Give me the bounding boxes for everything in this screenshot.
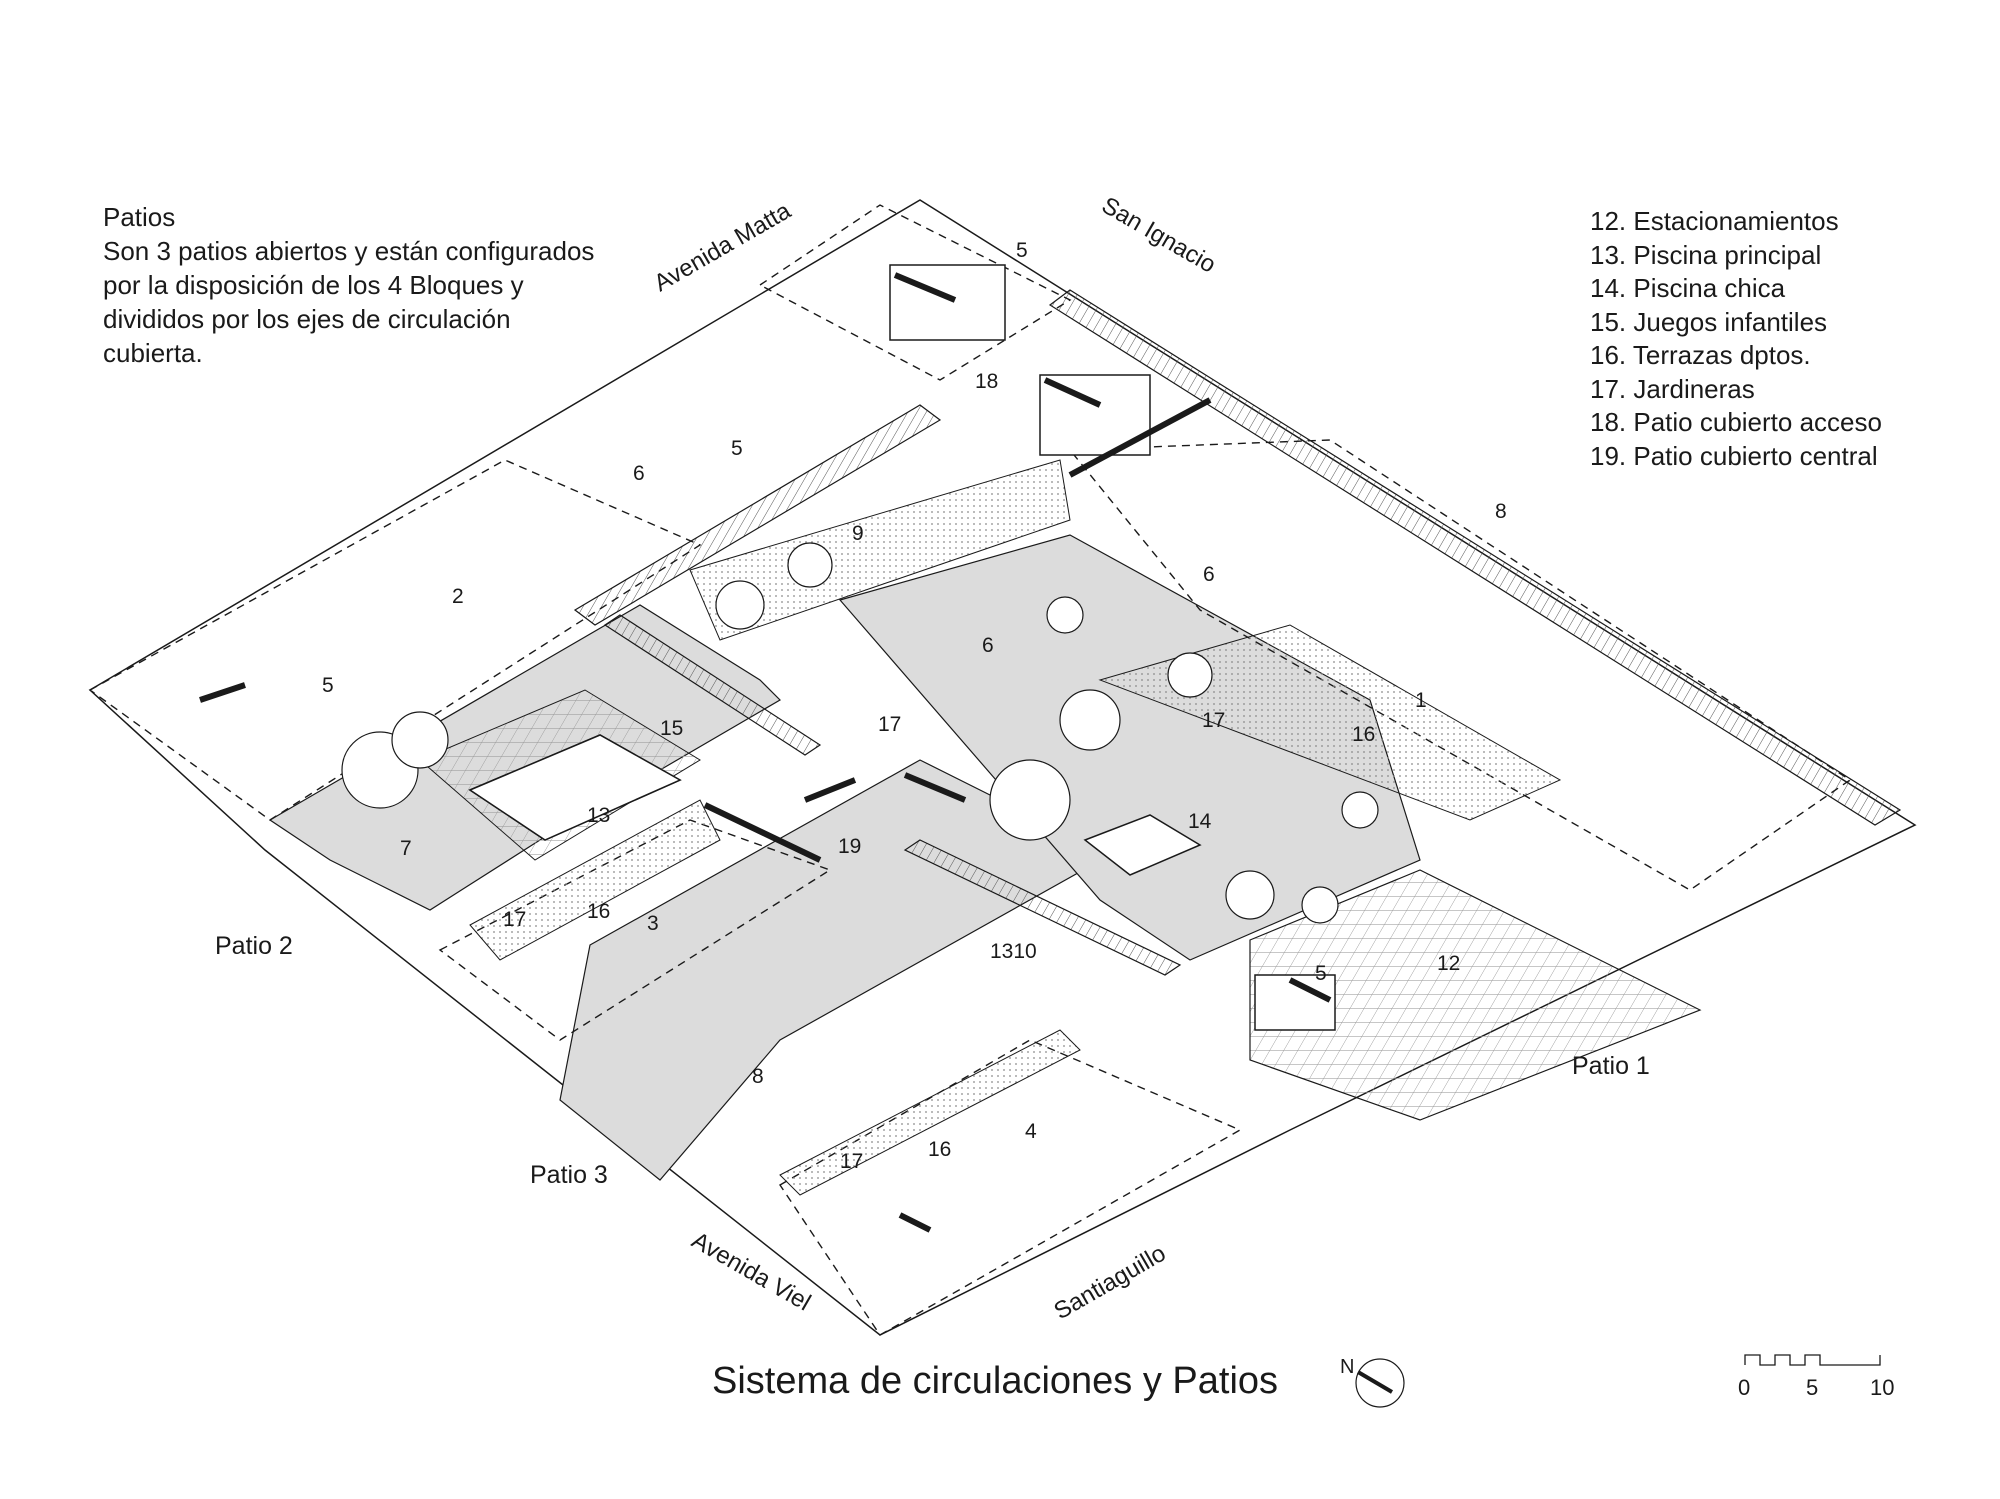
intro-line-3: divididos por los ejes de circulación	[103, 304, 511, 334]
north-arrow: N	[1340, 1356, 1405, 1408]
intro-title: Patios	[103, 202, 176, 232]
tree-icon	[787, 542, 833, 588]
intro-line-1: Son 3 patios abiertos y están configurad…	[103, 236, 595, 266]
legend-item-13: 13. Piscina principal	[1590, 239, 1822, 270]
legend-item-15: 15. Juegos infantiles	[1590, 306, 1828, 337]
zone-label: 12	[1437, 952, 1460, 975]
tree-icon	[1225, 870, 1275, 920]
intro-line-4: cubierta.	[103, 338, 203, 368]
zone-label: 1310	[990, 940, 1037, 963]
tree-icon	[1059, 689, 1121, 751]
trees	[341, 542, 1379, 924]
zone-label: 7	[400, 837, 412, 860]
zone-label: 3	[647, 912, 659, 935]
zone-label: 17	[503, 908, 526, 931]
patio-3-label: Patio 3	[530, 1161, 608, 1189]
legend-item-14: 14. Piscina chica	[1590, 273, 1786, 303]
zone-label: 8	[752, 1065, 764, 1088]
walkway-roof-east	[1048, 289, 1902, 826]
planter-strip-3	[469, 799, 721, 961]
scale-bar	[1744, 1354, 1881, 1366]
street-label-viel: Avenida Viel	[687, 1227, 815, 1317]
street-label-ignacio: San Ignacio	[1097, 192, 1220, 279]
tree-icon	[715, 580, 765, 630]
zone-label: 13	[587, 804, 610, 827]
zone-label: 1	[1415, 689, 1427, 712]
zone-label: 14	[1188, 810, 1212, 833]
legend-item-16: 16. Terrazas dptos.	[1590, 340, 1811, 370]
stair-core-18a	[889, 264, 1006, 341]
zone-label: 2	[452, 585, 464, 608]
tree-icon	[989, 759, 1071, 841]
zone-label: 18	[975, 370, 998, 393]
zone-label: 19	[838, 835, 861, 858]
zone-label: 5	[322, 674, 334, 697]
block-2-outline	[88, 459, 702, 821]
zone-label: 15	[660, 717, 683, 740]
legend-item-17: 17. Jardineras	[1590, 373, 1755, 404]
tree-icon	[1046, 596, 1084, 634]
small-pool	[1083, 814, 1202, 876]
zone-label: 6	[633, 462, 645, 485]
patio-2-label: Patio 2	[215, 932, 293, 960]
north-label: N	[1340, 1356, 1354, 1378]
zone-label: 4	[1025, 1120, 1037, 1143]
street-label-matta: Avenida Matta	[650, 197, 797, 297]
site-outline	[88, 199, 1917, 1336]
zone-label: 16	[1352, 723, 1375, 746]
zone-label: 5	[1315, 962, 1327, 985]
block-5-north-outline	[758, 204, 1072, 381]
block-1-outline	[1068, 439, 1852, 891]
zone-label: 16	[928, 1138, 951, 1161]
intro-line-2: por la disposición de los 4 Bloques y	[103, 270, 524, 300]
walkway-roof-c	[903, 839, 1182, 976]
tree-icon	[391, 711, 449, 769]
legend: 12. Estacionamientos 13. Piscina princip…	[1590, 205, 1882, 473]
walkway-roof-a	[573, 404, 942, 626]
zone-label: 17	[878, 713, 901, 736]
parking-area	[1249, 869, 1702, 1121]
planter-strip-4	[779, 1029, 1081, 1196]
planter-strip-1	[1098, 624, 1562, 821]
legend-item-19: 19. Patio cubierto central	[1590, 440, 1878, 471]
zone-label: 17	[1202, 709, 1225, 732]
zone-label: 16	[587, 900, 610, 923]
legend-item-18: 18. Patio cubierto acceso	[1590, 407, 1882, 437]
zone-label: 6	[982, 634, 994, 657]
legend-item-12: 12. Estacionamientos	[1590, 206, 1839, 236]
planter-strip-2	[689, 459, 1071, 641]
scale-label-10: 10	[1870, 1375, 1895, 1400]
zone-label: 8	[1495, 500, 1507, 523]
zone-label: 6	[1203, 563, 1215, 586]
zone-label: 17	[840, 1150, 863, 1173]
tree-icon	[1167, 652, 1213, 698]
intro-text: Patios Son 3 patios abiertos y están con…	[103, 200, 663, 370]
tree-icon	[1341, 791, 1379, 829]
street-label-santiaguillo: Santiaguillo	[1050, 1240, 1171, 1325]
zone-label: 5	[731, 437, 743, 460]
patio-1-ground	[838, 534, 1421, 961]
tree-icon	[1301, 886, 1339, 924]
zone-label: 9	[852, 522, 864, 545]
scale-label-5: 5	[1806, 1375, 1819, 1400]
drawing-title: Sistema de circulaciones y Patios	[712, 1360, 1279, 1402]
patio-1-label: Patio 1	[1572, 1052, 1650, 1080]
zone-label: 5	[1016, 239, 1028, 262]
walkway-roof-b	[603, 614, 822, 756]
scale-label-0: 0	[1738, 1375, 1751, 1400]
